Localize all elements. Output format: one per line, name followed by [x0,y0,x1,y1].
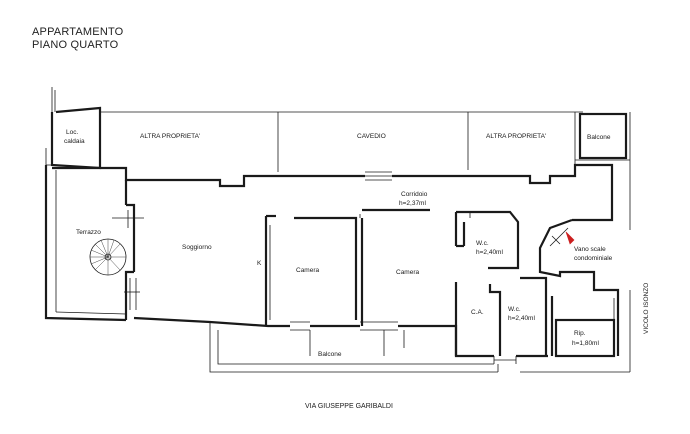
label-loc-caldaia-1: Loc. [66,129,78,136]
label-ca: C.A. [471,309,484,316]
terrazzo [44,165,127,322]
plan-title: APPARTAMENTO [32,26,124,38]
label-wc-2: W.c. [508,306,521,313]
vano-scale [538,218,600,292]
label-corridoio: Corridoio [401,191,428,198]
label-cavedio: CAVEDIO [357,133,386,140]
label-camera-1: Camera [296,267,320,274]
ripostiglio [554,288,620,358]
label-k: K [257,260,262,267]
label-altra-proprieta-right: ALTRA PROPRIETA' [486,133,546,140]
label-corridoio-h: h=2,37ml [399,200,426,207]
label-rip-h: h=1,80ml [572,340,599,347]
label-balcone-top: Balcone [587,134,611,141]
soggiorno-west-wall [112,180,144,320]
label-via-garibaldi: VIA GIUSEPPE GARIBALDI [305,403,393,410]
label-soggiorno: Soggiorno [182,244,212,251]
label-altra-proprieta-left: ALTRA PROPRIETA' [140,133,200,140]
interior-walls [264,208,430,326]
locale-caldaia [45,87,102,170]
plan-subtitle: PIANO QUARTO [32,39,119,51]
stair-arrow-icon [565,231,575,245]
label-vicolo-isonzo: VICOLO ISONZO [643,283,650,334]
label-camera-2: Camera [396,269,420,276]
upper-boundary [100,111,583,172]
label-balcone-bottom: Balcone [318,351,342,358]
label-wc-1: W.c. [476,240,489,247]
label-vano-scale-1: Vano scale [574,246,606,253]
label-vano-scale-2: condominiale [574,255,613,262]
balcone-top [575,112,631,230]
upper-wall [52,163,614,222]
label-rip: Rip. [574,330,586,337]
balcone-bottom [209,290,631,373]
label-loc-caldaia-2: caldaia [64,138,85,145]
label-wc-2-h: h=2,40ml [508,315,535,322]
label-wc-1-h: h=2,40ml [476,249,503,256]
wc-1 [454,210,520,270]
label-terrazzo: Terrazzo [76,229,101,236]
ca-and-wc-2 [454,276,554,364]
